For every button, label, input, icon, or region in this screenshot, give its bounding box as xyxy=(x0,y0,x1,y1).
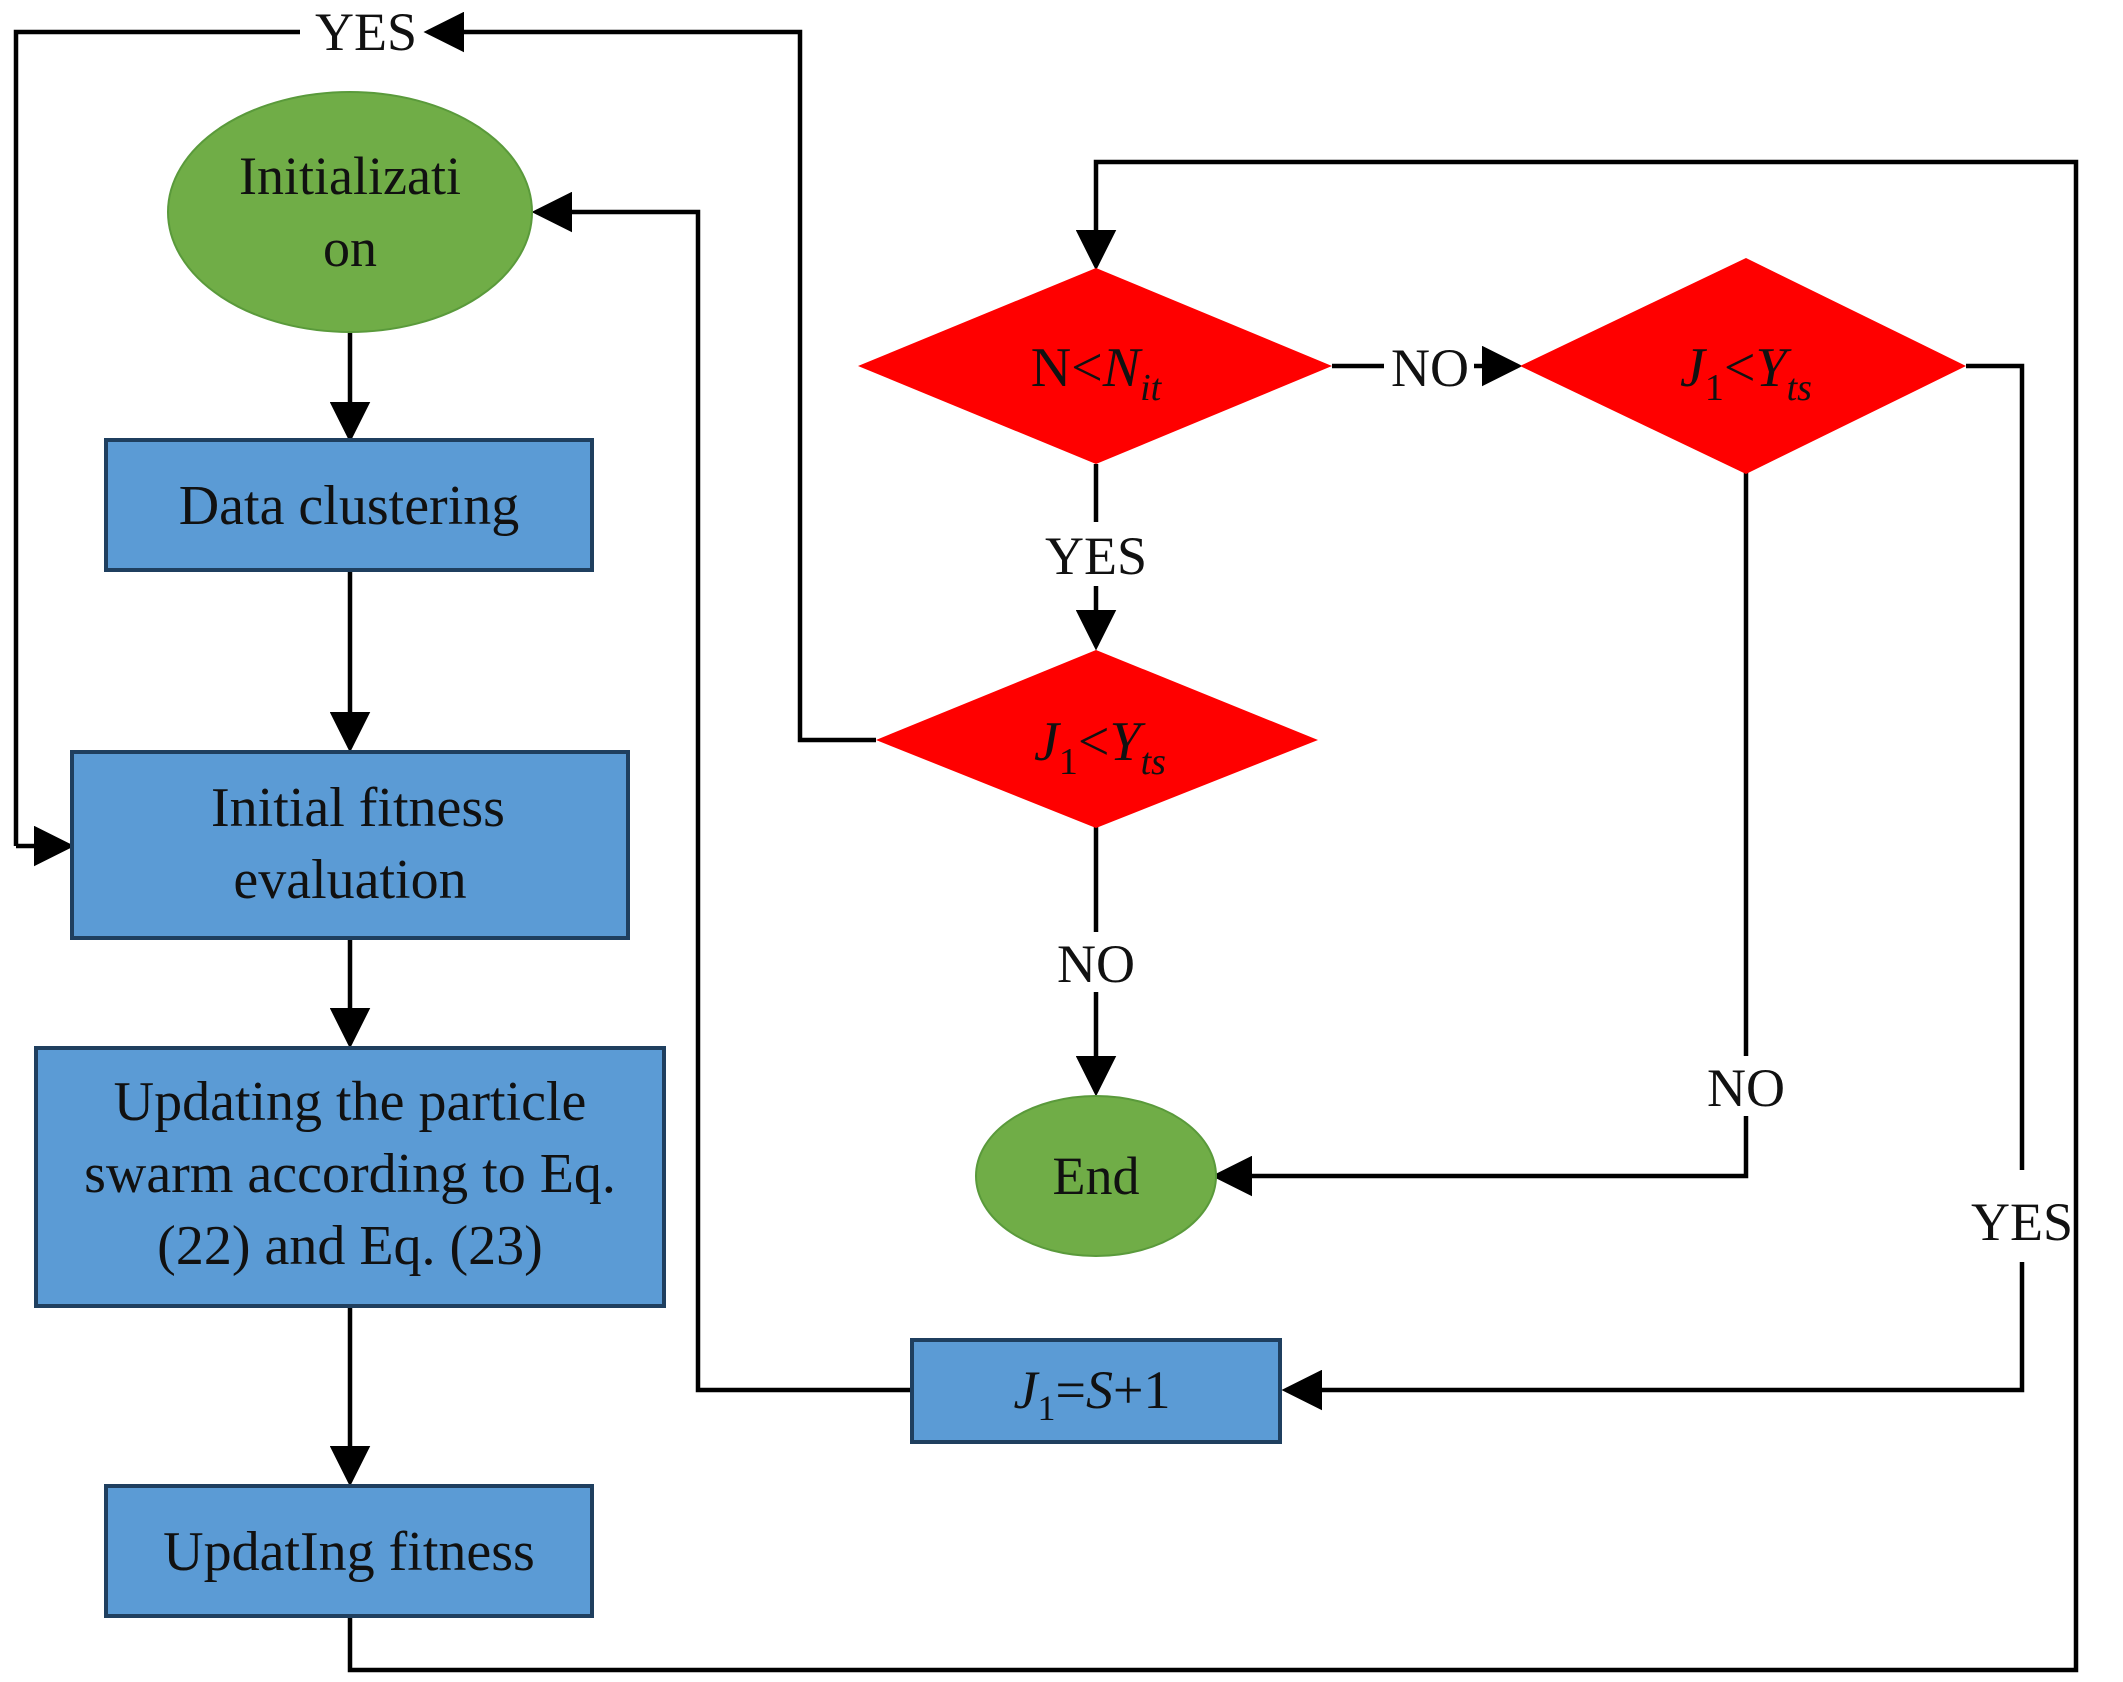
end-ellipse xyxy=(975,1095,1217,1257)
counter-label: J1=S+1 xyxy=(1014,1360,1171,1428)
decision-iteration-part-a: N< xyxy=(1031,337,1103,399)
decision-mid-part-a: J xyxy=(1034,711,1062,773)
arrow-decision-right-yes xyxy=(1966,363,2025,1170)
updating-swarm-line2: swarm according to Eq. xyxy=(84,1143,616,1205)
end-label: End xyxy=(1053,1146,1140,1206)
edge-label-yes-below-iteration: YES xyxy=(1045,526,1147,586)
loop-decision-mid-to-start-tail xyxy=(13,29,300,846)
edge-label-top-yes: YES xyxy=(315,2,417,62)
decision-right-part-e: ts xyxy=(1787,367,1812,409)
edge-label-no-between-decisions: NO xyxy=(1391,338,1469,398)
start-line1: Initializati xyxy=(239,146,461,206)
updating-fitness-node: UpdatIng fitness xyxy=(104,1484,594,1618)
decision-iteration-label: N<Nit xyxy=(1031,337,1163,409)
counter-part-a: J xyxy=(1014,1360,1041,1420)
decision-iteration-check: N<Nit xyxy=(858,268,1332,464)
counter-part-d: S xyxy=(1086,1360,1113,1420)
counter-part-e: +1 xyxy=(1113,1360,1170,1420)
data-clustering-label: Data clustering xyxy=(179,475,520,537)
decision-iteration-part-c: it xyxy=(1140,367,1163,409)
arrow-decision-right-yes-head xyxy=(1281,1262,2025,1411)
initial-fitness-node: Initial fitness evaluation xyxy=(70,750,630,940)
decision-iteration-part-b: N xyxy=(1102,337,1143,399)
edge-label-no-below-right: NO xyxy=(1707,1058,1785,1118)
end-node: End xyxy=(975,1095,1217,1257)
updating-swarm-node: Updating the particle swarm according to… xyxy=(34,1046,666,1308)
decision-mid-part-b: 1 xyxy=(1059,741,1078,783)
start-ellipse xyxy=(167,91,533,333)
updating-swarm-line1: Updating the particle xyxy=(114,1071,587,1133)
decision-mid-part-c: < xyxy=(1078,711,1110,773)
data-clustering-node: Data clustering xyxy=(104,438,594,572)
start-node: Initializati on xyxy=(167,91,533,333)
arrow-decision-right-no-head xyxy=(1211,1116,1749,1197)
start-line2: on xyxy=(323,218,377,278)
decision-threshold-mid: J1<Yts xyxy=(876,650,1318,828)
decision-right-part-b: 1 xyxy=(1705,367,1724,409)
edge-label-no-below-mid: NO xyxy=(1057,934,1135,994)
decision-right-part-d: Y xyxy=(1755,337,1792,399)
counter-part-c: = xyxy=(1056,1360,1086,1420)
initial-fitness-line2: evaluation xyxy=(233,849,466,911)
initial-fitness-line1: Initial fitness xyxy=(211,777,505,839)
decision-right-part-c: < xyxy=(1724,337,1756,399)
updating-fitness-label: UpdatIng fitness xyxy=(163,1521,535,1583)
decision-threshold-mid-label: J1<Yts xyxy=(1034,711,1166,783)
decision-mid-part-d: Y xyxy=(1109,711,1146,773)
decision-threshold-right-label: J1<Yts xyxy=(1680,337,1812,409)
decision-mid-part-e: ts xyxy=(1141,741,1166,783)
loop-update-fitness-to-decision xyxy=(347,159,2079,1673)
edge-label-yes-right-loop: YES xyxy=(1971,1192,2073,1252)
updating-swarm-line3: (22) and Eq. (23) xyxy=(157,1215,543,1277)
counter-node: J1=S+1 xyxy=(910,1338,1282,1444)
decision-right-part-a: J xyxy=(1680,337,1708,399)
loop-counter-to-start xyxy=(531,191,910,1393)
decision-threshold-right: J1<Yts xyxy=(1520,258,1966,474)
counter-part-b: 1 xyxy=(1038,1388,1056,1428)
loop-decision-mid-to-start xyxy=(423,11,876,743)
